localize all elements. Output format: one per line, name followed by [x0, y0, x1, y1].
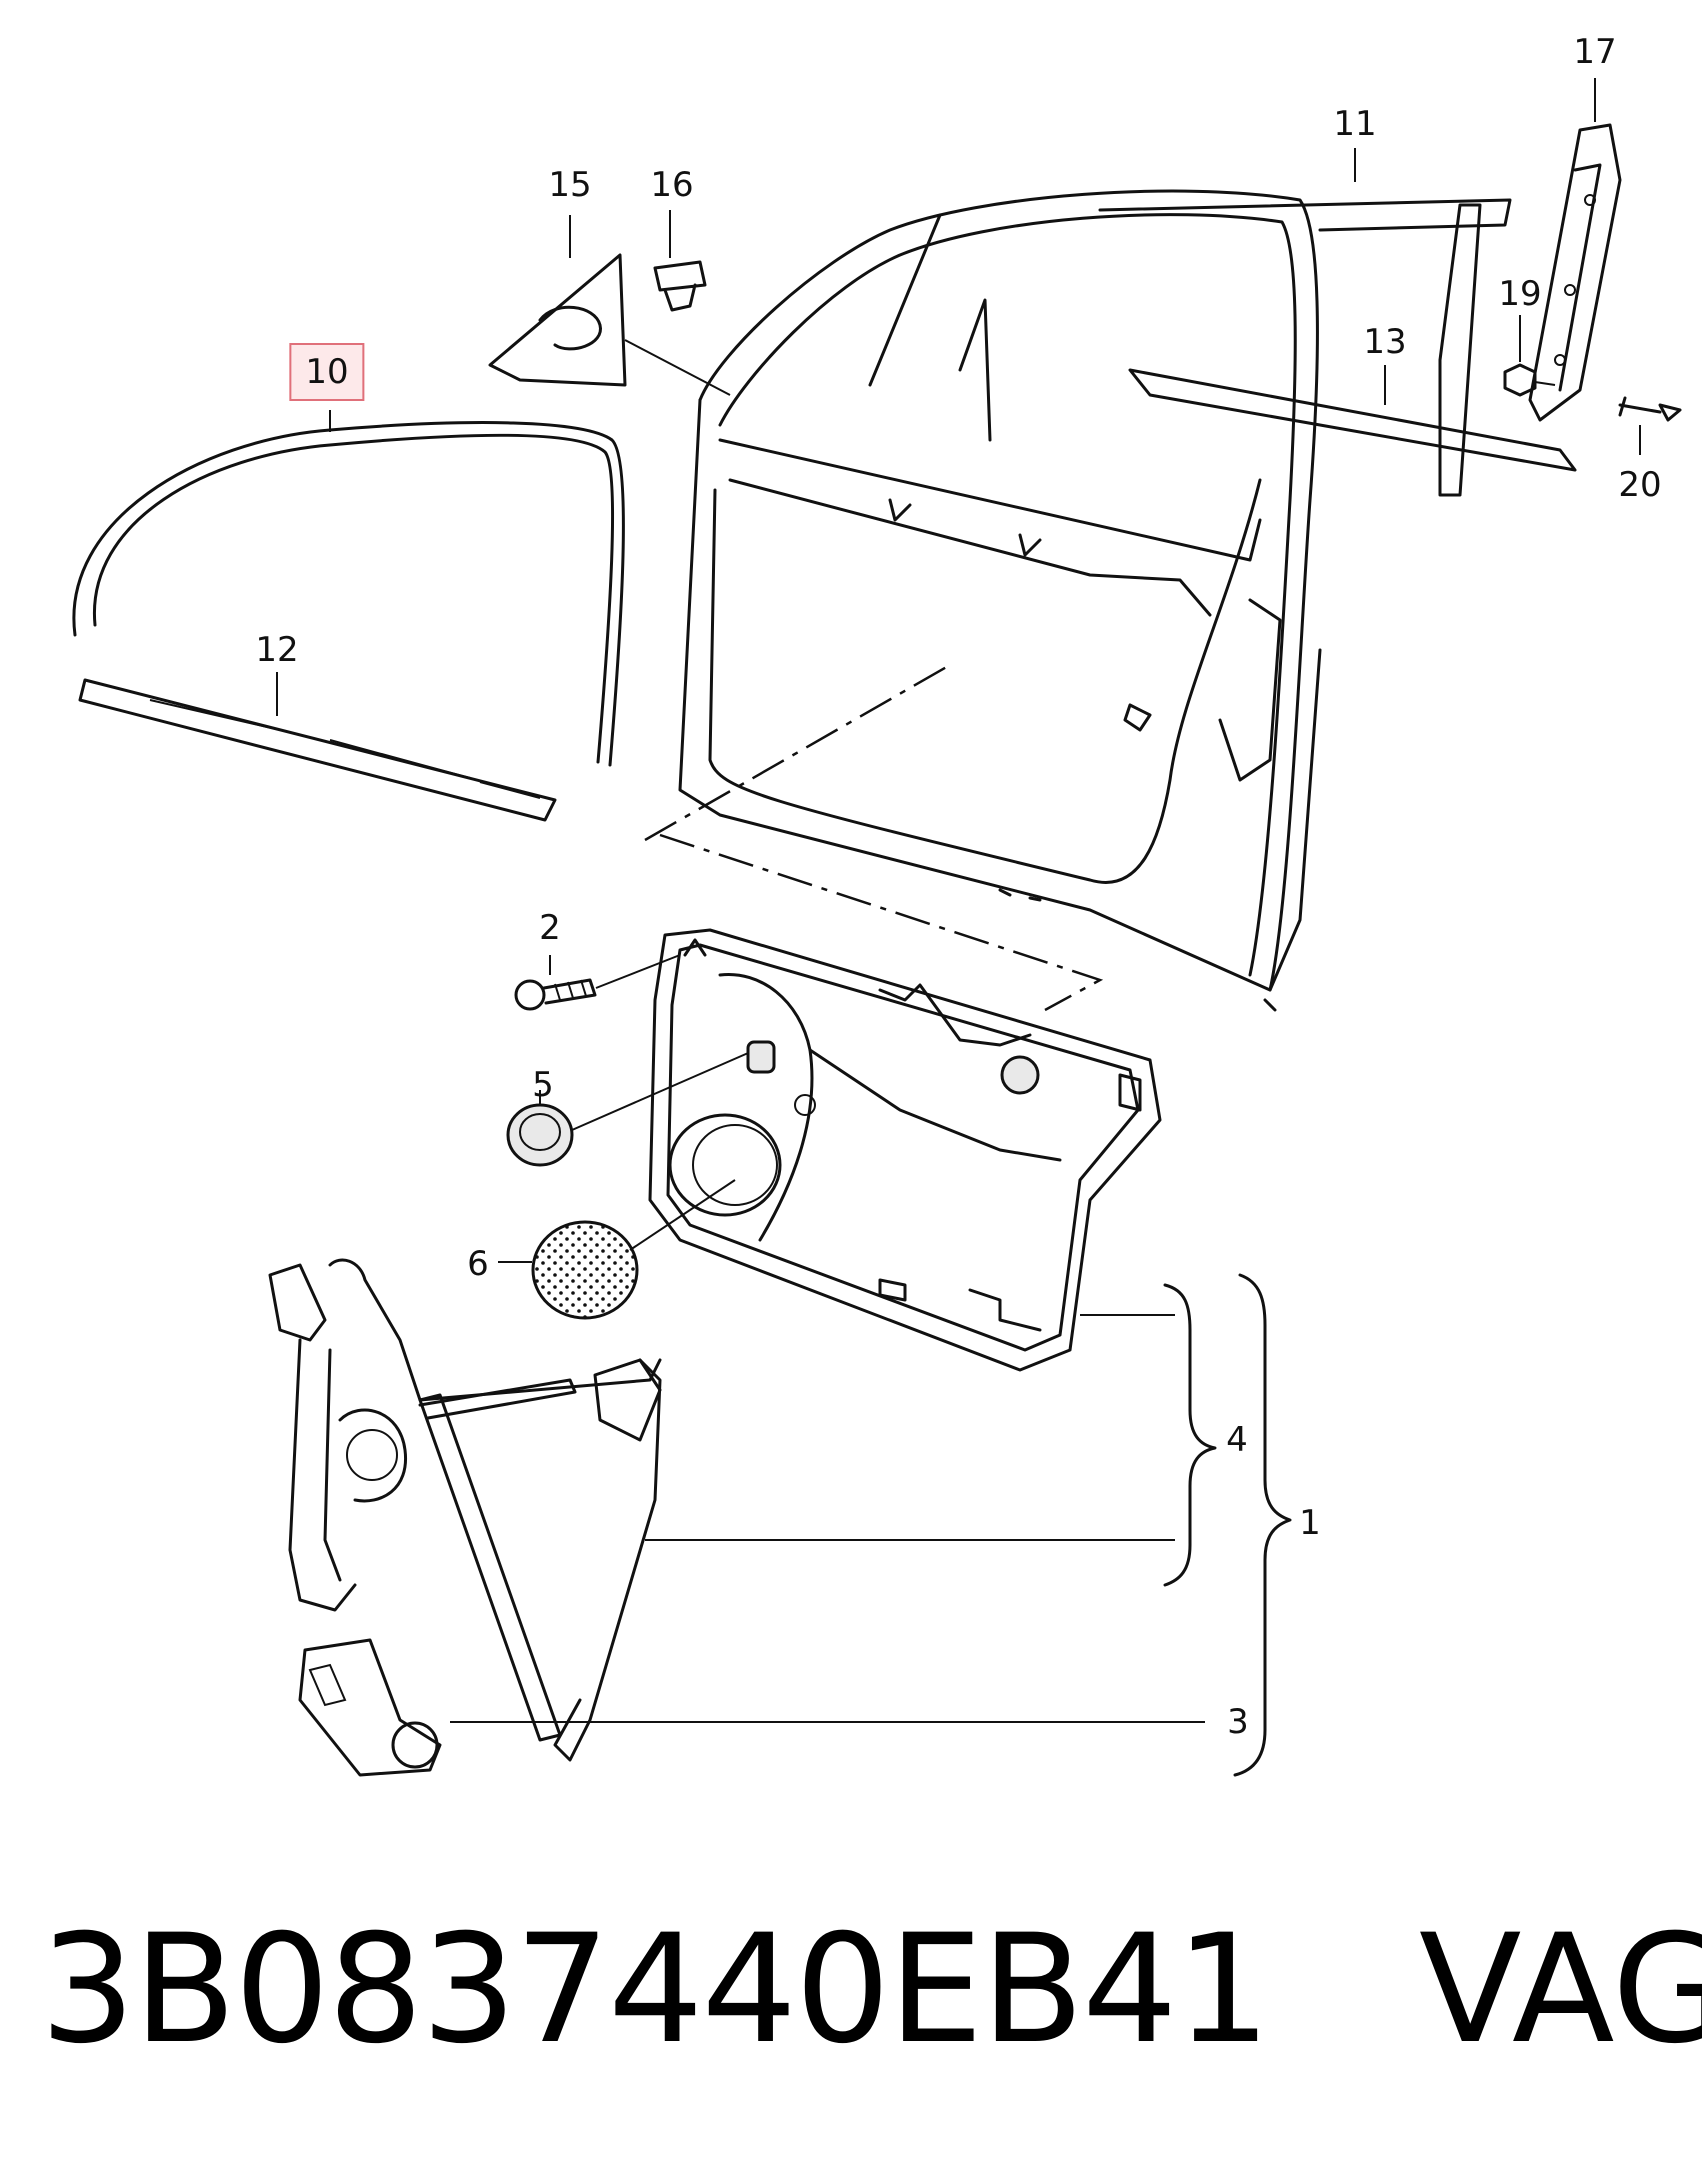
part-11-door-frame: [678, 148, 1577, 1012]
door-exploded-view: [72, 78, 1682, 1777]
callout-11: 11: [1333, 104, 1377, 144]
callout-13: 13: [1363, 322, 1407, 362]
part-2-screw: [514, 954, 681, 1011]
callout-3: 3: [1227, 1702, 1249, 1742]
callout-6: 6: [467, 1244, 489, 1284]
part-number: 3B0837440EB41: [40, 1903, 1271, 2077]
callout-2: 2: [539, 908, 561, 948]
callout-16: 16: [650, 165, 694, 205]
callout-4: 4: [1226, 1420, 1248, 1460]
part-10-window-channel: [72, 410, 625, 767]
part-caption: 3B0837440EB41 VAG: [40, 1890, 1702, 2090]
callout-17: 17: [1573, 32, 1617, 72]
part-19-nut: [1503, 315, 1556, 397]
brand-name: VAG: [1418, 1903, 1702, 2077]
callout-10-highlighted: 10: [289, 343, 365, 401]
callout-1: 1: [1299, 1503, 1321, 1543]
brace-group-4: [1163, 1283, 1217, 1587]
part-15-mirror-trim: [488, 215, 731, 396]
callout-12: 12: [255, 630, 299, 670]
callout-20: 20: [1618, 465, 1662, 505]
brace-group-1: [1233, 1273, 1292, 1777]
callout-5: 5: [532, 1065, 554, 1105]
part-1-window-regulator: [268, 1258, 1205, 1777]
part-5-plug: [506, 1049, 756, 1167]
alignment-lines: [644, 663, 1104, 1012]
part-16-clip: [653, 210, 707, 312]
part-20-screw: [1618, 396, 1682, 455]
part-12-sill-strip: [78, 672, 557, 822]
part-17-pillar-trim: [1528, 78, 1622, 422]
part-6-speaker-cover: [498, 1179, 736, 1320]
callout-19: 19: [1498, 274, 1542, 314]
part-4-door-module-carrier: [648, 928, 1175, 1372]
callout-15: 15: [548, 165, 592, 205]
parts-diagram: 1 2 3 4 5 6 10 11 12 13 15 16 17 19 20: [72, 32, 1682, 1777]
